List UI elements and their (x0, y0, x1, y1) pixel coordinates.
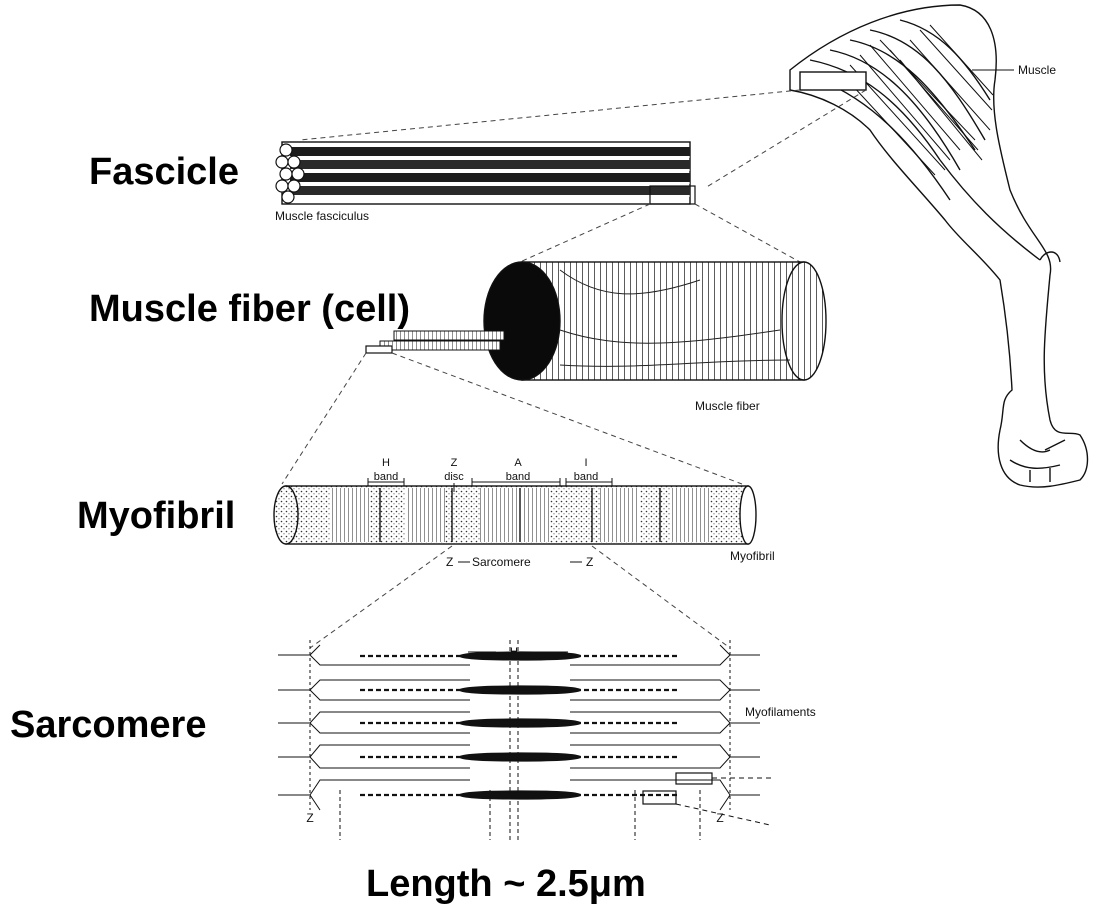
i-band-label-top: I (584, 457, 587, 469)
arm-muscle-shading (840, 25, 993, 175)
h-band-label-bottom: band (374, 471, 398, 483)
zoom-lines-fascicle-to-fiber (520, 204, 800, 262)
thick-filaments (360, 653, 680, 799)
fascicle-illustration (276, 142, 695, 204)
length-caption: Length ~ 2.5μm (366, 865, 646, 903)
z-right-label: Z (586, 555, 593, 569)
sarcomere-title: Sarcomere (10, 706, 206, 744)
myofilaments-caption: Myofilaments (745, 705, 816, 719)
z-line-left-label: Z (306, 811, 313, 825)
muscle-caption: Muscle (1018, 63, 1056, 77)
z-disc-label-bottom: disc (444, 471, 464, 483)
i-band-label-bottom: band (574, 471, 598, 483)
z-disc-label-top: Z (451, 457, 458, 469)
muscle-sample-box (800, 72, 866, 90)
h-band-label-top: H (382, 457, 390, 469)
muscle-fiber-caption: Muscle fiber (695, 399, 760, 413)
a-band-label-top: A (514, 457, 522, 469)
z-line-right-label: Z (716, 811, 723, 825)
myofibril-illustration (274, 486, 756, 544)
z-left-label: Z (446, 555, 453, 569)
muscle-fiber-title: Muscle fiber (cell) (89, 290, 410, 328)
sarcomere-caption: Sarcomere (472, 555, 531, 569)
myofibril-title: Myofibril (77, 497, 235, 535)
fascicle-title: Fascicle (89, 153, 239, 191)
sarcomere-illustration: H (278, 640, 775, 840)
myofibril-caption: Myofibril (730, 549, 775, 563)
a-band-label-bottom: band (506, 471, 530, 483)
muscle-fasciculus-caption: Muscle fasciculus (275, 209, 369, 223)
muscle-fiber-illustration (366, 262, 826, 380)
